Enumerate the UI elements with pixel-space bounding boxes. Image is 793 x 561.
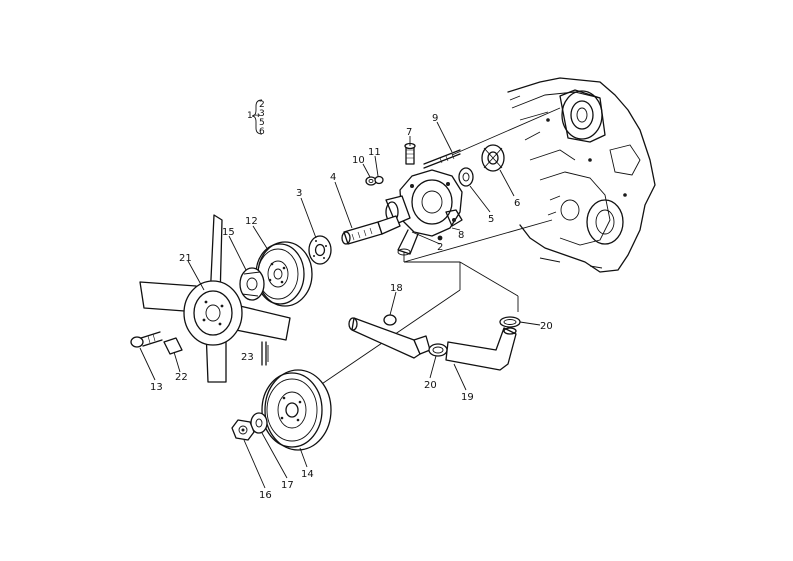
- callout-5: 5: [488, 214, 494, 225]
- callout-23: 23: [241, 352, 254, 363]
- callout-15: 15: [222, 227, 235, 238]
- part-9-stud: [423, 149, 461, 169]
- callout-12: 12: [245, 216, 258, 227]
- callout-20-lower: 20: [424, 380, 437, 391]
- index-bracket-item: 6: [259, 127, 265, 137]
- callout-13: 13: [150, 382, 163, 393]
- bypass-pipe: [348, 317, 431, 359]
- part-23-belt: [261, 341, 267, 366]
- part-6-impeller: [481, 144, 505, 172]
- callout-20-upper: 20: [540, 321, 553, 332]
- part-14-crank-pulley: [261, 369, 332, 451]
- callout-16: 16: [259, 490, 272, 501]
- part-11-washer: [374, 175, 384, 185]
- part-18-clamp: [383, 314, 397, 326]
- callout-17: 17: [281, 480, 294, 491]
- callout-21: 21: [179, 253, 192, 264]
- part-13-bolt: [130, 331, 163, 348]
- figure-index-bracket: 1→ 2 3 5 6: [247, 99, 265, 137]
- part-7-bolt: [404, 142, 416, 165]
- part-3-hub: [308, 235, 332, 265]
- index-bracket-item: 2: [259, 100, 265, 110]
- callout-labels: 2 3 4 5 6 7 8 9 10 11 12 13 14 15 16 17 …: [150, 113, 553, 501]
- callout-19: 19: [461, 392, 474, 403]
- part-8-gasket: [445, 209, 463, 227]
- callout-6: 6: [514, 198, 520, 209]
- water-pump-housing: [385, 169, 463, 256]
- callout-10: 10: [352, 155, 365, 166]
- callout-8: 8: [458, 230, 464, 241]
- part-4-shaft: [341, 215, 401, 245]
- part-16-nut: [231, 419, 255, 441]
- index-bracket-item: 3: [259, 109, 265, 119]
- callout-22: 22: [175, 372, 188, 383]
- callout-2: 2: [437, 242, 443, 253]
- part-12-fan-pulley: [255, 241, 313, 307]
- engine-block: [507, 77, 656, 273]
- callout-3: 3: [296, 188, 302, 199]
- part-20-hose-clamp-lower: [428, 343, 448, 357]
- callout-4: 4: [330, 172, 336, 183]
- callout-18: 18: [390, 283, 403, 294]
- callout-14: 14: [301, 469, 314, 480]
- index-bracket-item: 5: [259, 118, 265, 128]
- callout-9: 9: [432, 113, 438, 124]
- leader-lines: [139, 121, 541, 489]
- part-15-spacer: [239, 267, 265, 301]
- callout-7: 7: [406, 127, 412, 138]
- part-22-plate: [163, 337, 183, 355]
- part-20-hose-clamp-upper: [499, 316, 521, 328]
- part-5-ring: [458, 167, 474, 187]
- part-21-fan: [139, 214, 291, 383]
- callout-11: 11: [368, 147, 381, 158]
- part-19-hose: [445, 327, 517, 371]
